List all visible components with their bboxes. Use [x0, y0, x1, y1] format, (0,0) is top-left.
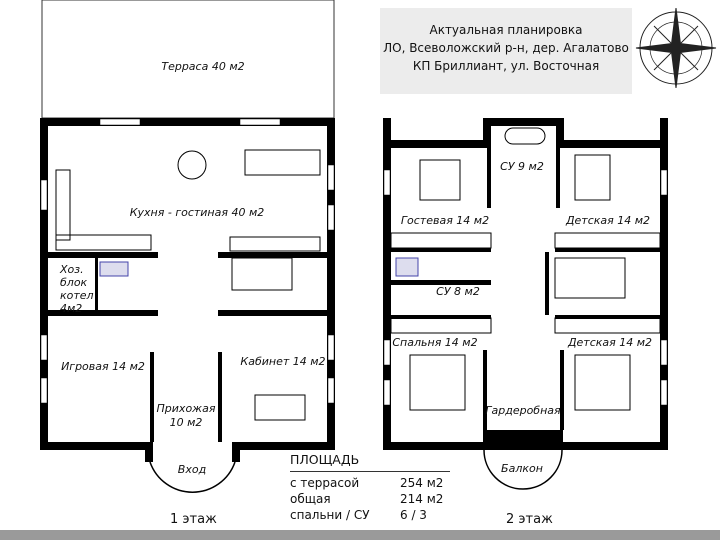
entrance-porch	[149, 461, 236, 493]
area-key: общая	[290, 492, 331, 506]
room-kitchen: Кухня - гостиная 40 м2	[130, 206, 265, 219]
room-hall: Прихожая	[157, 402, 216, 415]
room-utility-2: блок	[60, 276, 88, 289]
area-row: общая 214 м2	[290, 491, 450, 507]
floor-2-label: 2 этаж	[506, 512, 553, 527]
room-wardrobe: Гардеробная	[485, 404, 561, 417]
room-kids2: Детская 14 м2	[567, 336, 652, 349]
area-summary: ПЛОЩАДЬ с террасой 254 м2 общая 214 м2 спа…	[290, 452, 450, 523]
room-terrace: Терраса 40 м2	[161, 60, 244, 73]
address-header: Актуальная планировка ЛО, Всеволожский р…	[380, 8, 632, 94]
area-value: 214 м2	[400, 492, 444, 506]
room-utility-4: 4м2	[60, 302, 82, 315]
area-value: 254 м2	[400, 476, 444, 490]
room-utility-1: Хоз.	[59, 263, 84, 276]
floor-2-plan	[383, 118, 668, 490]
room-office: Кабинет 14 м2	[240, 355, 325, 368]
room-kids1: Детская 14 м2	[565, 214, 650, 227]
header-line: Актуальная планировка	[429, 23, 583, 37]
balcony-label: Балкон	[501, 462, 543, 475]
area-title: ПЛОЩАДЬ	[290, 452, 450, 472]
area-key: спальни / СУ	[290, 508, 370, 522]
room-bath9: СУ 9 м2	[500, 160, 544, 173]
room-hall-area: 10 м2	[170, 416, 203, 429]
area-row: с террасой 254 м2	[290, 475, 450, 491]
room-bedroom: Спальня 14 м2	[392, 336, 477, 349]
area-value: 6 / 3	[400, 508, 427, 522]
floor-1-label: 1 этаж	[170, 512, 217, 527]
bottom-bar	[0, 530, 720, 540]
floor-1-plan	[40, 0, 335, 493]
header-line: КП Бриллиант, ул. Восточная	[412, 59, 600, 73]
area-row: спальни / СУ 6 / 3	[290, 507, 450, 523]
room-playroom: Игровая 14 м2	[61, 360, 145, 373]
terrace	[41, 0, 335, 119]
room-bath8: СУ 8 м2	[436, 285, 480, 298]
compass-rose-icon	[635, 7, 717, 89]
room-utility-3: котел	[60, 289, 94, 302]
room-guest: Гостевая 14 м2	[401, 214, 489, 227]
header-line: ЛО, Всеволожский р-н, дер. Агалатово	[383, 41, 629, 55]
entrance-label: Вход	[178, 463, 206, 476]
balcony-outline	[483, 449, 563, 490]
area-key: с террасой	[290, 476, 360, 490]
